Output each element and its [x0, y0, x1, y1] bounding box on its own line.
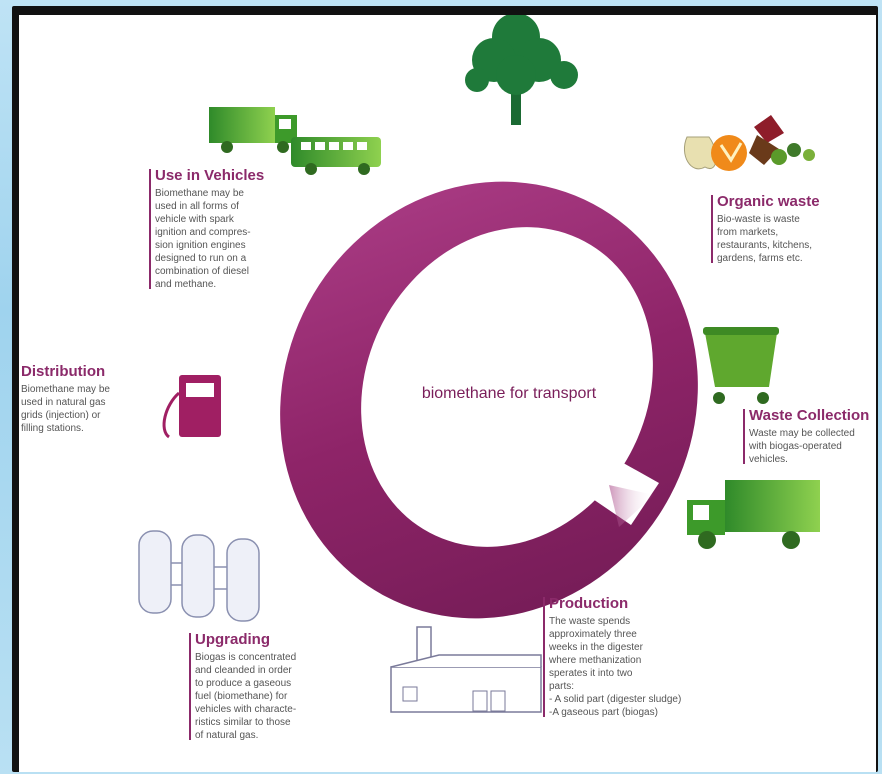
step-distribution: Distribution Biomethane may be used in n… — [21, 363, 151, 435]
step-title: Waste Collection — [749, 407, 870, 424]
step-description: Biogas is concentrated and cleanded in o… — [195, 652, 297, 741]
step-upgrading: Upgrading Biogas is concentrated and cle… — [189, 631, 329, 742]
accent-bar — [543, 597, 545, 717]
step-description: Biomethane may be used in natural gas gr… — [21, 384, 110, 434]
step-title: Distribution — [21, 363, 106, 380]
step-description: Biomethane may be used in all forms of v… — [155, 188, 251, 290]
gas-tanks-icon — [138, 530, 260, 622]
truck-icon — [209, 107, 297, 153]
step-organic-waste: Organic waste Bio-waste is waste from ma… — [711, 193, 851, 265]
step-production: Production The waste spends approximatel… — [543, 595, 718, 719]
diagram-panel: biomethane for transport Use in Vehicles… — [19, 15, 876, 772]
diagram-art — [138, 15, 820, 713]
step-use-in-vehicles: Use in Vehicles Biomethane may be used i… — [149, 167, 279, 291]
organic-waste-icon — [683, 115, 815, 171]
center-label: biomethane for transport — [421, 385, 597, 402]
fuel-pump-icon — [162, 375, 221, 439]
factory-icon — [390, 626, 542, 713]
accent-bar — [711, 195, 713, 263]
step-description: The waste spends approximately three wee… — [549, 616, 682, 718]
accent-bar — [149, 169, 151, 289]
step-title: Organic waste — [717, 193, 820, 210]
step-waste-collection: Waste Collection Waste may be collected … — [743, 407, 876, 466]
step-title: Production — [549, 595, 629, 612]
waste-bin-icon — [703, 327, 779, 404]
bus-icon — [291, 137, 381, 175]
step-description: Waste may be collected with biogas-opera… — [749, 428, 855, 465]
accent-bar — [189, 633, 191, 740]
garbage-truck-icon — [687, 480, 820, 549]
cycle-ring — [280, 181, 698, 619]
step-title: Upgrading — [195, 631, 270, 648]
step-title: Use in Vehicles — [155, 167, 265, 184]
tree-icon — [465, 15, 578, 125]
accent-bar — [743, 409, 745, 464]
step-description: Bio-waste is waste from markets, restaur… — [717, 214, 813, 264]
